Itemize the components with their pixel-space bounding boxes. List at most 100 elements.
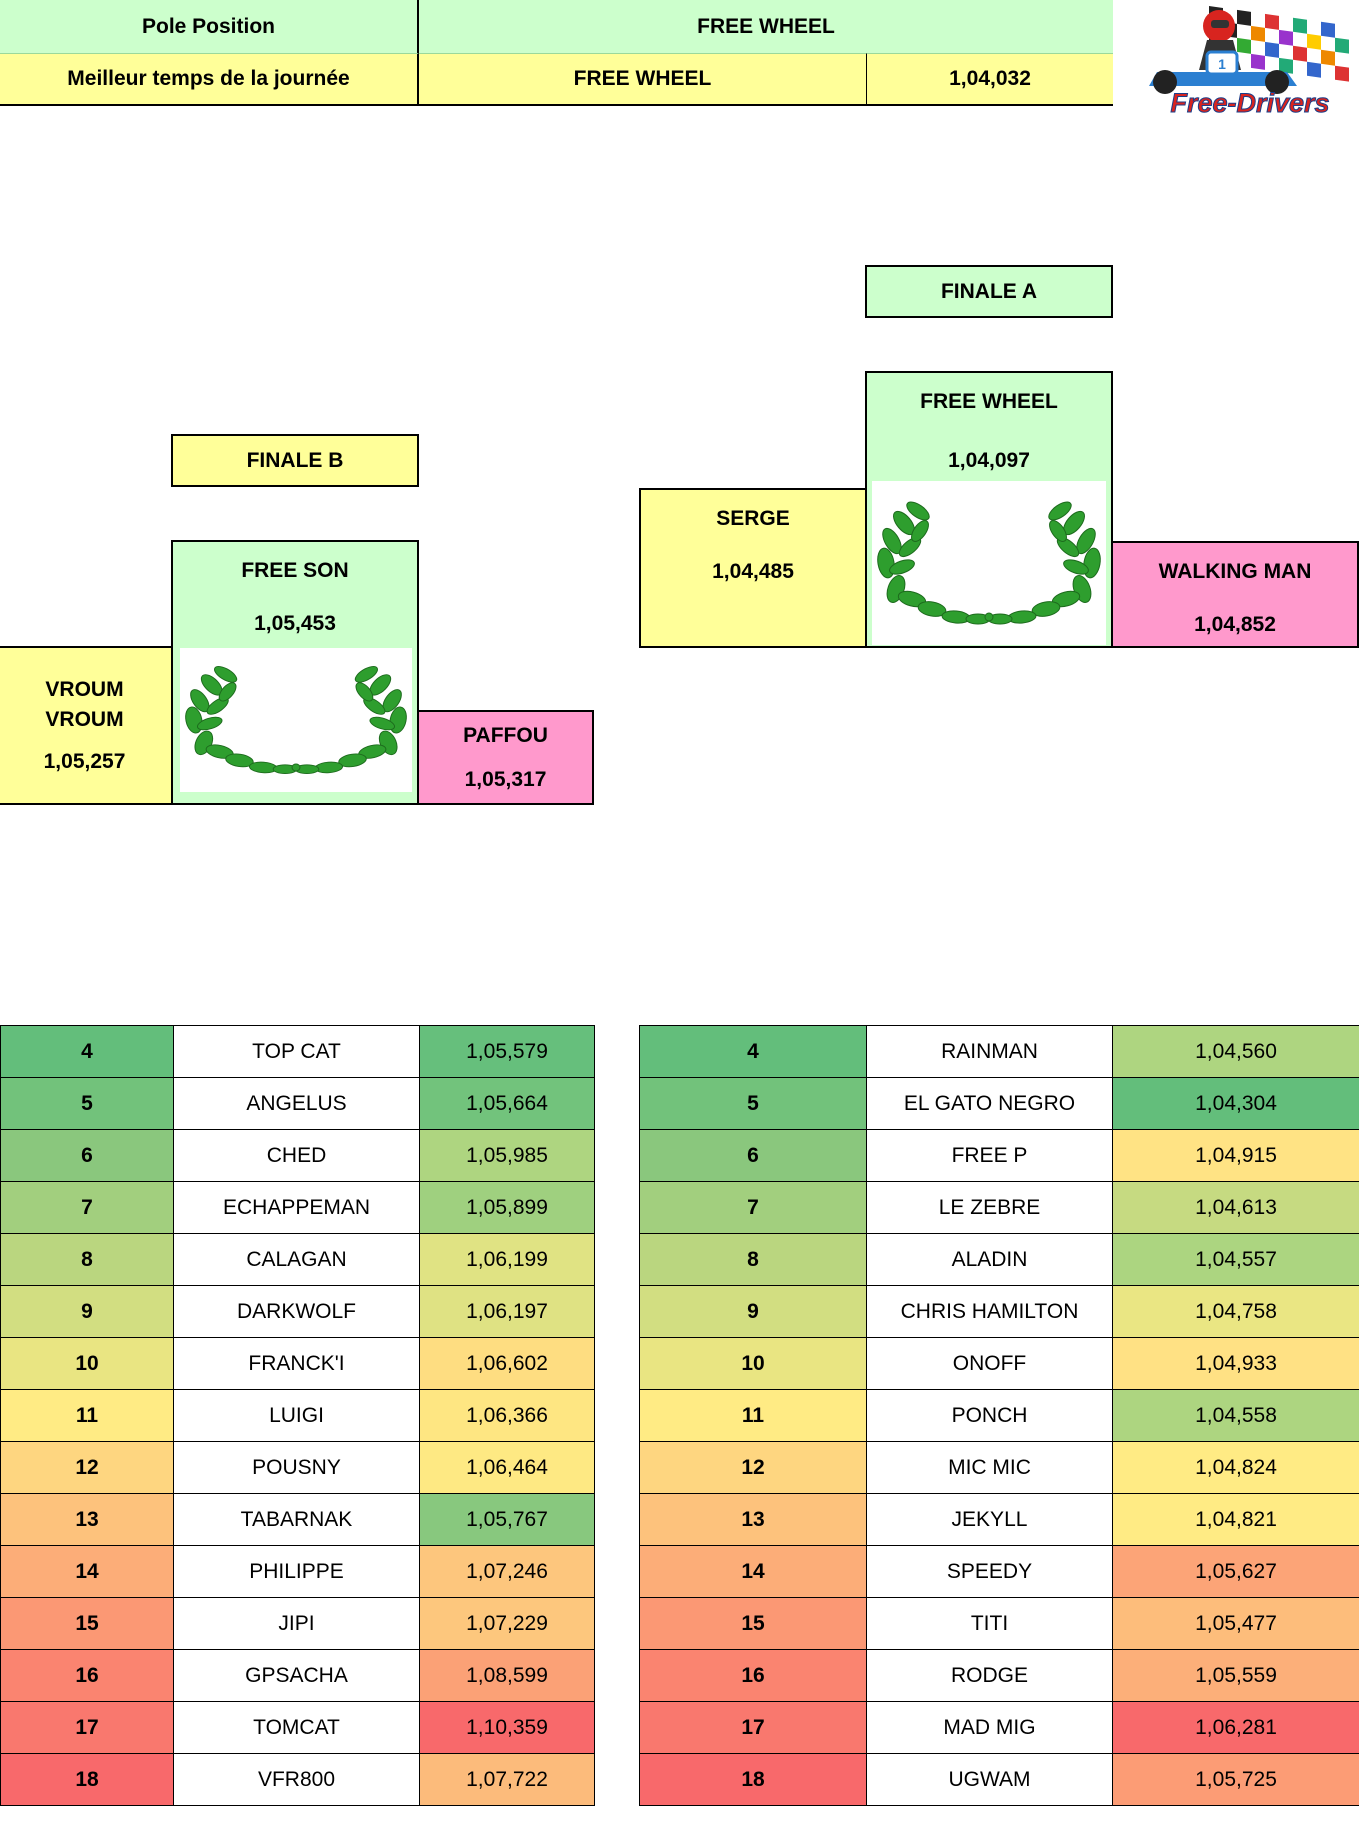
finale-b-third-place: PAFFOU 1,05,317 bbox=[417, 710, 594, 805]
lap-time-cell: 1,04,558 bbox=[1112, 1389, 1359, 1442]
lap-time-cell: 1,05,767 bbox=[419, 1493, 595, 1546]
driver-name-cell: GPSACHA bbox=[173, 1649, 420, 1702]
position-cell: 4 bbox=[639, 1025, 867, 1078]
lap-time-cell: 1,06,602 bbox=[419, 1337, 595, 1390]
position-cell: 17 bbox=[0, 1701, 174, 1754]
lap-time-cell: 1,07,229 bbox=[419, 1597, 595, 1650]
finale-b-second-time: 1,05,257 bbox=[43, 749, 126, 773]
driver-name-cell: CHRIS HAMILTON bbox=[866, 1285, 1113, 1338]
lap-time-cell: 1,04,933 bbox=[1112, 1337, 1359, 1390]
position-cell: 13 bbox=[0, 1493, 174, 1546]
lap-time-cell: 1,05,477 bbox=[1112, 1597, 1359, 1650]
finale-a-third-name: WALKING MAN bbox=[1158, 560, 1312, 583]
position-cell: 17 bbox=[639, 1701, 867, 1754]
finale-b-first-time: 1,05,453 bbox=[254, 612, 336, 635]
finale-b-first-name: FREE SON bbox=[241, 559, 349, 582]
lap-time-cell: 1,04,560 bbox=[1112, 1025, 1359, 1078]
driver-name-cell: FREE P bbox=[866, 1129, 1113, 1182]
driver-name-cell: UGWAM bbox=[866, 1753, 1113, 1806]
driver-name-cell: RAINMAN bbox=[866, 1025, 1113, 1078]
position-cell: 16 bbox=[0, 1649, 174, 1702]
position-cell: 18 bbox=[0, 1753, 174, 1806]
lap-time-cell: 1,05,899 bbox=[419, 1181, 595, 1234]
driver-name-cell: MAD MIG bbox=[866, 1701, 1113, 1754]
driver-name-cell: RODGE bbox=[866, 1649, 1113, 1702]
finale-a-third-place: WALKING MAN 1,04,852 bbox=[1111, 541, 1359, 648]
driver-name-cell: CALAGAN bbox=[173, 1233, 420, 1286]
lap-time-cell: 1,05,627 bbox=[1112, 1545, 1359, 1598]
logo-text: Free-Drivers bbox=[1170, 88, 1330, 119]
driver-name-cell: TABARNAK bbox=[173, 1493, 420, 1546]
position-cell: 8 bbox=[639, 1233, 867, 1286]
position-cell: 15 bbox=[639, 1597, 867, 1650]
lap-time-cell: 1,04,821 bbox=[1112, 1493, 1359, 1546]
lap-time-cell: 1,04,824 bbox=[1112, 1441, 1359, 1494]
position-cell: 12 bbox=[0, 1441, 174, 1494]
position-cell: 7 bbox=[639, 1181, 867, 1234]
finale-a-second-name: SERGE bbox=[716, 507, 790, 530]
driver-name-cell: PONCH bbox=[866, 1389, 1113, 1442]
lap-time-cell: 1,04,758 bbox=[1112, 1285, 1359, 1338]
finale-b-second-place: VROUM VROUM 1,05,257 bbox=[0, 646, 173, 805]
position-cell: 14 bbox=[639, 1545, 867, 1598]
driver-name-cell: JEKYLL bbox=[866, 1493, 1113, 1546]
driver-name-cell: EL GATO NEGRO bbox=[866, 1077, 1113, 1130]
finale-b-second-name-line1: VROUM bbox=[45, 677, 124, 701]
driver-name-cell: PHILIPPE bbox=[173, 1545, 420, 1598]
finale-a-second-time: 1,04,485 bbox=[712, 560, 794, 583]
position-cell: 7 bbox=[0, 1181, 174, 1234]
driver-name-cell: ECHAPPEMAN bbox=[173, 1181, 420, 1234]
lap-time-cell: 1,05,559 bbox=[1112, 1649, 1359, 1702]
finale-b-title: FINALE B bbox=[171, 434, 419, 487]
driver-name-cell: TITI bbox=[866, 1597, 1113, 1650]
laurel-wreath-icon bbox=[180, 648, 412, 792]
driver-name-cell: ALADIN bbox=[866, 1233, 1113, 1286]
lap-time-cell: 1,06,366 bbox=[419, 1389, 595, 1442]
lap-time-cell: 1,04,915 bbox=[1112, 1129, 1359, 1182]
position-cell: 10 bbox=[0, 1337, 174, 1390]
lap-time-cell: 1,06,197 bbox=[419, 1285, 595, 1338]
driver-name-cell: TOMCAT bbox=[173, 1701, 420, 1754]
svg-text:1: 1 bbox=[1218, 56, 1226, 72]
lap-time-cell: 1,05,664 bbox=[419, 1077, 595, 1130]
position-cell: 5 bbox=[639, 1077, 867, 1130]
finale-a-first-time: 1,04,097 bbox=[948, 449, 1030, 472]
lap-time-cell: 1,07,722 bbox=[419, 1753, 595, 1806]
laurel-wreath-icon bbox=[872, 481, 1106, 645]
position-cell: 9 bbox=[639, 1285, 867, 1338]
driver-name-cell: ANGELUS bbox=[173, 1077, 420, 1130]
finale-a-second-place: SERGE 1,04,485 bbox=[639, 488, 867, 648]
finale-a-third-time: 1,04,852 bbox=[1194, 613, 1276, 636]
position-cell: 11 bbox=[639, 1389, 867, 1442]
lap-time-cell: 1,04,613 bbox=[1112, 1181, 1359, 1234]
lap-time-cell: 1,08,599 bbox=[419, 1649, 595, 1702]
driver-name-cell: CHED bbox=[173, 1129, 420, 1182]
driver-name-cell: SPEEDY bbox=[866, 1545, 1113, 1598]
position-cell: 6 bbox=[639, 1129, 867, 1182]
lap-time-cell: 1,07,246 bbox=[419, 1545, 595, 1598]
best-time-driver: FREE WHEEL bbox=[419, 53, 867, 104]
kart-logo-icon: 1 bbox=[1137, 0, 1359, 128]
